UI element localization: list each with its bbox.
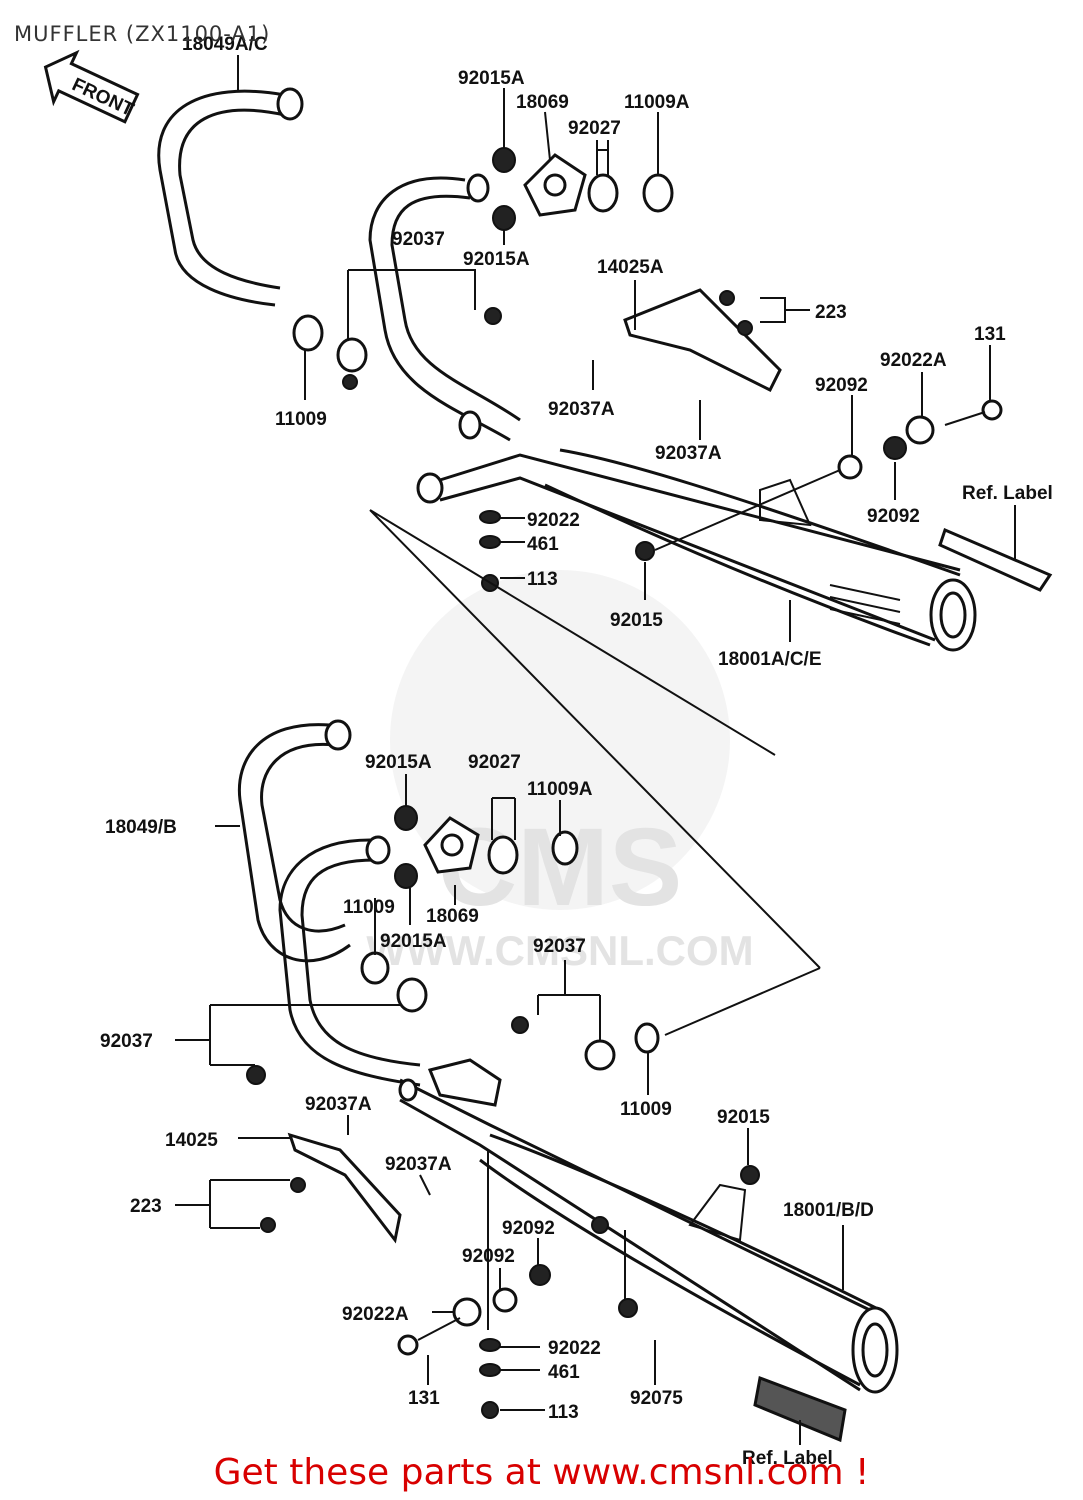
label-18001ace: 18001A/C/E bbox=[718, 649, 822, 670]
label-92037a: 92037A bbox=[385, 1154, 452, 1175]
label-ref-label: Ref. Label bbox=[962, 483, 1053, 504]
front-arrow-icon: FRONT bbox=[43, 49, 140, 124]
part-labels: 18049A/C 92015A 18069 11009A 92027 92037… bbox=[100, 34, 1053, 1469]
label-18049ac: 18049A/C bbox=[182, 34, 268, 55]
exhaust-pipe-18049b bbox=[237, 719, 352, 963]
label-113: 113 bbox=[527, 569, 558, 590]
label-92037a: 92037A bbox=[548, 399, 615, 420]
label-11009: 11009 bbox=[275, 409, 327, 430]
label-92015a: 92015A bbox=[463, 249, 530, 270]
label-92037a: 92037A bbox=[655, 443, 722, 464]
leader-lines bbox=[175, 55, 1016, 1445]
label-131: 131 bbox=[408, 1388, 440, 1409]
gasket-parts-lower bbox=[246, 805, 847, 1443]
label-92027: 92027 bbox=[468, 752, 521, 773]
label-461: 461 bbox=[527, 534, 559, 555]
label-11009: 11009 bbox=[343, 897, 395, 918]
label-18049b: 18049/B bbox=[105, 817, 177, 838]
exhaust-pipe-18049ac bbox=[157, 87, 304, 307]
label-113: 113 bbox=[548, 1402, 579, 1423]
watermark-url: WWW.CMSNL.COM bbox=[366, 927, 753, 974]
label-92075: 92075 bbox=[630, 1388, 683, 1409]
muffler-18001ace bbox=[416, 410, 977, 652]
label-11009a: 11009A bbox=[527, 779, 593, 800]
label-92022: 92022 bbox=[548, 1338, 601, 1359]
label-92092: 92092 bbox=[867, 506, 920, 527]
label-18069: 18069 bbox=[516, 92, 569, 113]
label-92092: 92092 bbox=[815, 375, 868, 396]
label-131: 131 bbox=[974, 324, 1006, 345]
label-92022: 92022 bbox=[527, 510, 580, 531]
label-92027: 92027 bbox=[568, 118, 621, 139]
diagram-title: MUFFLER (ZX1100-A1) bbox=[14, 22, 271, 46]
label-92022a: 92022A bbox=[880, 350, 947, 371]
label-ref-label: Ref. Label bbox=[742, 1448, 833, 1469]
label-11009a: 11009A bbox=[624, 92, 690, 113]
label-92022a: 92022A bbox=[342, 1304, 409, 1325]
label-92037: 92037 bbox=[100, 1031, 153, 1052]
watermark-logo: CMS WWW.CMSNL.COM bbox=[366, 570, 754, 974]
label-92037: 92037 bbox=[533, 936, 586, 957]
label-92037: 92037 bbox=[392, 229, 445, 250]
label-223: 223 bbox=[815, 302, 847, 323]
label-92092: 92092 bbox=[462, 1246, 515, 1267]
reference-frame bbox=[369, 509, 821, 1036]
label-18069: 18069 bbox=[426, 906, 479, 927]
label-92015a: 92015A bbox=[380, 931, 447, 952]
muffler-18001bd bbox=[398, 1058, 899, 1394]
label-92015: 92015 bbox=[717, 1107, 770, 1128]
label-92092: 92092 bbox=[502, 1218, 555, 1239]
exhaust-pipe-lower-right bbox=[278, 835, 421, 1087]
exhaust-pipe-upper-right bbox=[368, 173, 521, 442]
gasket-parts-upper bbox=[292, 147, 1053, 592]
label-461: 461 bbox=[548, 1362, 580, 1383]
label-14025a: 14025A bbox=[597, 257, 664, 278]
label-92015a: 92015A bbox=[458, 68, 525, 89]
label-92015a: 92015A bbox=[365, 752, 432, 773]
label-223: 223 bbox=[130, 1196, 162, 1217]
footer-link[interactable]: Get these parts at www.cmsnl.com ! bbox=[213, 1452, 870, 1493]
label-92015: 92015 bbox=[610, 610, 663, 631]
label-14025: 14025 bbox=[165, 1130, 218, 1151]
label-18001bd: 18001/B/D bbox=[783, 1200, 874, 1221]
label-92037a: 92037A bbox=[305, 1094, 372, 1115]
label-11009: 11009 bbox=[620, 1099, 672, 1120]
